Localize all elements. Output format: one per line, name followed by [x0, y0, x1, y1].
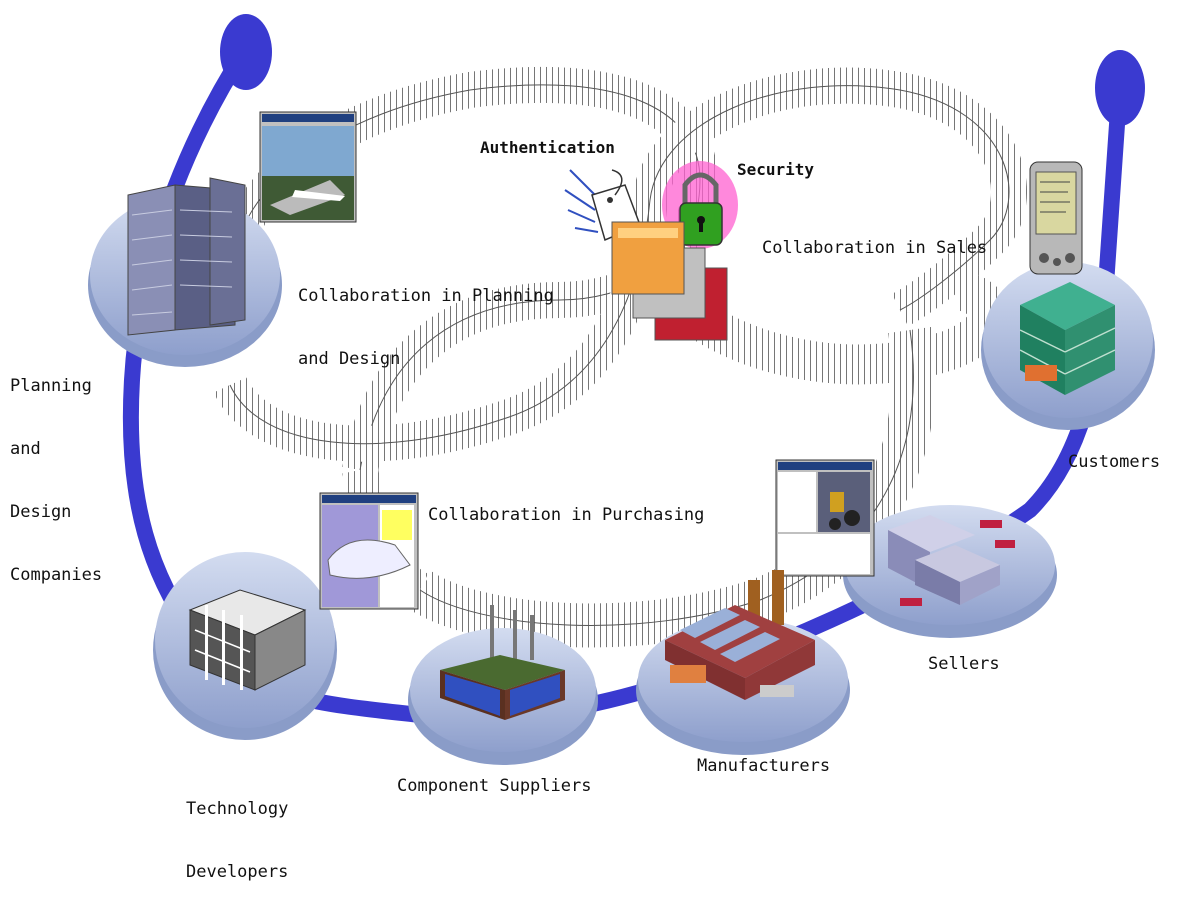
label-manufacturers: Manufacturers	[697, 756, 831, 776]
label-collab-planning: Collaboration in Planning and Design	[298, 244, 554, 391]
label-planning-companies: Planning and Design Companies	[10, 334, 102, 607]
label-collab-planning-line2: and Design	[298, 349, 401, 369]
label-technology-line1: Technology	[186, 799, 289, 819]
airplane-screen-icon	[259, 111, 357, 223]
power-plant-icon	[440, 605, 565, 720]
label-security: Security	[737, 160, 815, 179]
ring-end-left	[220, 14, 272, 90]
label-sellers: Sellers	[928, 654, 1000, 674]
label-technology-developers: Technology Developers	[186, 757, 288, 904]
collaboration-diagram	[88, 14, 1155, 765]
car-design-screen-icon	[319, 492, 419, 610]
office-building-icon	[127, 177, 246, 336]
certificate-cards-icon	[611, 221, 728, 341]
label-component-suppliers: Component Suppliers	[397, 776, 592, 796]
purchasing-screen-icon	[775, 459, 875, 577]
pda-icon	[1029, 161, 1083, 275]
label-planning-line1: Planning	[10, 376, 92, 396]
distribution-center-icon	[888, 515, 1015, 606]
label-planning-line3: Design	[10, 502, 72, 522]
label-planning-line2: and	[10, 439, 41, 459]
ring-end-right	[1095, 50, 1145, 126]
label-planning-line4: Companies	[10, 565, 103, 585]
label-technology-line2: Developers	[186, 862, 289, 882]
label-customers: Customers	[1068, 452, 1161, 472]
warehouse-icon	[1019, 282, 1116, 395]
label-authentication: Authentication	[480, 138, 615, 157]
label-collab-planning-line1: Collaboration in Planning	[298, 286, 554, 306]
factory-icon	[665, 570, 815, 700]
label-collab-sales: Collaboration in Sales	[762, 238, 988, 258]
label-collab-purchasing: Collaboration in Purchasing	[428, 505, 705, 525]
tech-building-icon	[188, 589, 307, 691]
